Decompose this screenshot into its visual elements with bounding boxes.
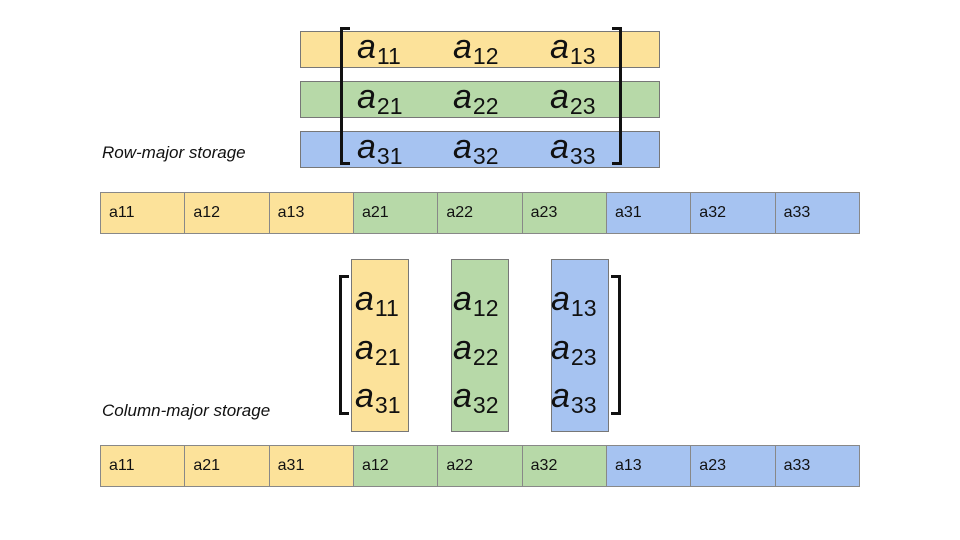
column-major-a31: a31 — [355, 377, 401, 418]
row-major-label: Row-major storage — [102, 143, 246, 162]
storage-cell: a32 — [690, 192, 776, 234]
storage-cell: a13 — [605, 445, 692, 487]
row-major-a12: a12 — [453, 28, 499, 69]
row-band-3 — [300, 131, 660, 168]
storage-cell: a11 — [100, 445, 186, 487]
storage-cell: a33 — [774, 445, 860, 487]
storage-cell: a32 — [521, 445, 607, 487]
column-band-2 — [451, 259, 509, 432]
column-major-a13: a13 — [551, 280, 597, 321]
column-major-a12: a12 — [453, 280, 499, 321]
row-band-1 — [300, 31, 660, 68]
column-major-a32: a32 — [453, 377, 499, 418]
storage-cell: a12 — [184, 192, 270, 234]
storage-cell: a23 — [690, 445, 776, 487]
storage-cell: a21 — [352, 192, 439, 234]
row-major-a32: a32 — [453, 128, 499, 169]
column-major-a11: a11 — [355, 280, 399, 321]
row-major-a23: a23 — [550, 78, 596, 119]
storage-cell: a13 — [268, 192, 354, 234]
column-major-left-bracket — [339, 275, 349, 415]
storage-cell: a23 — [521, 192, 607, 234]
column-major-a22: a22 — [453, 329, 499, 370]
storage-cell: a12 — [352, 445, 439, 487]
row-major-a11: a11 — [357, 28, 401, 69]
column-major-label: Column-major storage — [102, 401, 271, 420]
row-major-a21: a21 — [357, 78, 403, 119]
row-major-left-bracket — [340, 27, 350, 165]
column-major-a21: a21 — [355, 329, 401, 370]
row-major-a22: a22 — [453, 78, 499, 119]
row-major-storage-bar: a11 a12 a13 a21 a22 a23 a31 a32 a33 — [100, 192, 860, 234]
storage-cell: a11 — [100, 192, 186, 234]
storage-cell: a22 — [437, 445, 523, 487]
row-major-a33: a33 — [550, 128, 596, 169]
column-major-a33: a33 — [551, 377, 597, 418]
row-major-right-bracket — [612, 27, 622, 165]
storage-cell: a21 — [184, 445, 270, 487]
column-band-3 — [551, 259, 609, 432]
row-major-a31: a31 — [357, 128, 403, 169]
row-major-a13: a13 — [550, 28, 596, 69]
column-major-right-bracket — [611, 275, 621, 415]
column-major-storage-bar: a11 a21 a31 a12 a22 a32 a13 a23 a33 — [100, 445, 860, 487]
column-major-a23: a23 — [551, 329, 597, 370]
storage-cell: a31 — [605, 192, 692, 234]
column-band-1 — [351, 259, 409, 432]
storage-cell: a31 — [268, 445, 354, 487]
storage-cell: a33 — [774, 192, 860, 234]
storage-cell: a22 — [437, 192, 523, 234]
row-band-2 — [300, 81, 660, 118]
